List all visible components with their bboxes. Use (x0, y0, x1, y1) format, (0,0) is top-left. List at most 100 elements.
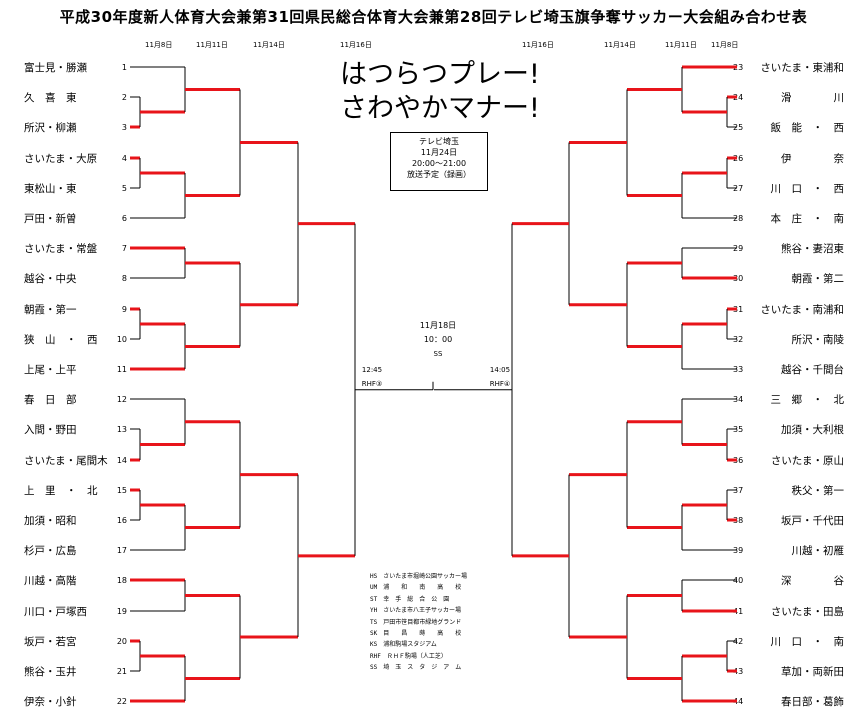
seed-right: 36 (733, 456, 743, 465)
team-right: 飯 能 ・ 西 (771, 121, 845, 134)
tv-broadcast-box: テレビ埼玉 11月24日 20:00～21:00 放送予定（録画） (390, 132, 488, 191)
legend-item: ST 幸 手 総 合 公 園 (370, 595, 450, 603)
seed-right: 23 (733, 63, 743, 72)
team-right: 所沢・南陵 (792, 333, 845, 346)
team-right: 坂戸・千代田 (781, 515, 844, 527)
team-left: 熊谷・玉井 (24, 665, 77, 678)
seed-left: 6 (122, 214, 127, 223)
seed-left: 15 (117, 486, 127, 495)
team-right: 三 郷 ・ 北 (771, 393, 845, 406)
seed-left: 1 (122, 63, 127, 72)
legend-item: YH さいたま市八王子サッカー場 (370, 607, 462, 615)
seed-right: 30 (733, 274, 743, 283)
seed-right: 40 (733, 576, 743, 585)
team-right: さいたま・東浦和 (760, 61, 844, 74)
tv-line-4: 放送予定（録画） (407, 170, 471, 179)
team-right: 滑 川 (781, 92, 844, 104)
team-right: 草加・両新田 (781, 665, 844, 678)
team-right: 本 庄 ・ 南 (771, 212, 845, 225)
legend-item: TS 戸田市笹目都市緑地グランド (370, 618, 462, 626)
seed-right: 38 (733, 516, 743, 525)
team-right: 川越・初雁 (792, 544, 845, 557)
semi-left-time: 12:45 (362, 366, 382, 374)
team-right: さいたま・原山 (771, 455, 844, 467)
legend-item: SS 埼 玉 ス タ ジ ア ム (370, 664, 462, 672)
team-right: 加須・大利根 (781, 423, 844, 436)
seed-right: 29 (733, 244, 743, 253)
tv-line-1: テレビ埼玉 (419, 137, 459, 146)
slogan: はつらつプレー! さわやかマナー! (340, 58, 540, 126)
team-left: 伊奈・小針 (24, 695, 77, 708)
seed-left: 8 (122, 274, 127, 283)
team-left: さいたま・大原 (24, 152, 97, 165)
team-right: 川 口 ・ 西 (771, 183, 845, 195)
round-date-left: 11月8日 (145, 41, 172, 49)
seed-right: 42 (733, 637, 743, 646)
seed-right: 35 (733, 425, 743, 434)
team-right: 熊谷・妻沼東 (781, 242, 844, 255)
team-right: 朝霞・第二 (792, 272, 845, 285)
seed-left: 19 (117, 607, 127, 616)
team-left: 朝霞・第一 (24, 303, 77, 316)
team-left: 越谷・中央 (24, 272, 77, 285)
team-left: 富士見・勝瀬 (24, 61, 87, 74)
seed-left: 11 (117, 365, 127, 374)
seed-left: 12 (117, 395, 127, 404)
seed-left: 10 (117, 335, 127, 344)
tv-line-3: 20:00～21:00 (411, 159, 467, 168)
team-left: 入間・野田 (24, 424, 77, 436)
slogan-line-1: はつらつプレー! (340, 59, 540, 90)
team-right: 伊 奈 (781, 152, 844, 165)
seed-left: 20 (117, 637, 127, 646)
legend-item: UM 浦 和 南 高 校 (370, 584, 462, 592)
team-left: 川口・戸塚西 (24, 606, 87, 618)
seed-right: 33 (733, 365, 743, 374)
seed-left: 4 (122, 154, 127, 163)
team-left: 上尾・上平 (24, 364, 77, 376)
seed-right: 31 (733, 305, 743, 314)
round-date-left: 11月14日 (253, 41, 285, 49)
seed-right: 44 (733, 697, 743, 706)
legend-item: SK 目 昌 蒔 高 校 (370, 630, 462, 638)
round-date-right: 11月8日 (711, 41, 738, 49)
seed-right: 37 (733, 486, 743, 495)
semi-right-time: 14:05 (490, 366, 510, 374)
seed-left: 13 (117, 425, 127, 434)
team-right: 秩父・第一 (792, 484, 845, 497)
seed-left: 3 (122, 123, 127, 132)
team-left: 加須・昭和 (24, 515, 77, 527)
team-left: 杉戸・広島 (24, 544, 77, 557)
page-title: 平成30年度新人体育大会兼第31回県民総合体育大会兼第28回テレビ埼玉旗争奪サッ… (59, 8, 808, 26)
team-left: 上 里 ・ 北 (24, 485, 98, 497)
seed-left: 18 (117, 576, 127, 585)
seed-right: 27 (733, 184, 743, 193)
team-right: 春日部・葛飾 (781, 695, 844, 708)
legend-item: HS さいたま市堀崎公園サッカー場 (370, 573, 468, 580)
seed-right: 26 (733, 154, 743, 163)
tv-line-2: 11月24日 (420, 148, 458, 157)
team-right: 川 口 ・ 南 (771, 635, 845, 648)
team-left: 所沢・柳瀬 (24, 121, 77, 134)
legend-item: RHF ＲＨＦ駒場（人工芝） (370, 652, 447, 660)
team-left: 坂戸・若宮 (24, 635, 77, 648)
semi-left-venue: RHF③ (362, 380, 382, 388)
seed-left: 14 (117, 456, 127, 465)
round-date-left: 11月16日 (340, 41, 372, 49)
seed-right: 43 (733, 667, 743, 676)
team-right: 越谷・千間台 (781, 363, 844, 376)
seed-right: 34 (733, 395, 743, 404)
seed-left: 16 (117, 516, 127, 525)
final-date: 11月18日 (420, 321, 456, 330)
round-date-right: 11月11日 (665, 41, 697, 49)
round-date-left: 11月11日 (196, 41, 228, 49)
venue-legend: HS さいたま市堀崎公園サッカー場 UM 浦 和 南 高 校 ST 幸 手 総 合 … (370, 571, 467, 674)
seed-left: 17 (117, 546, 127, 555)
team-left: 春 日 部 (24, 393, 77, 406)
seed-right: 39 (733, 546, 743, 555)
seed-left: 9 (122, 305, 127, 314)
final-venue: SS (434, 350, 443, 358)
round-date-right: 11月16日 (522, 41, 554, 49)
seed-right: 24 (733, 93, 743, 102)
seed-right: 32 (733, 335, 743, 344)
